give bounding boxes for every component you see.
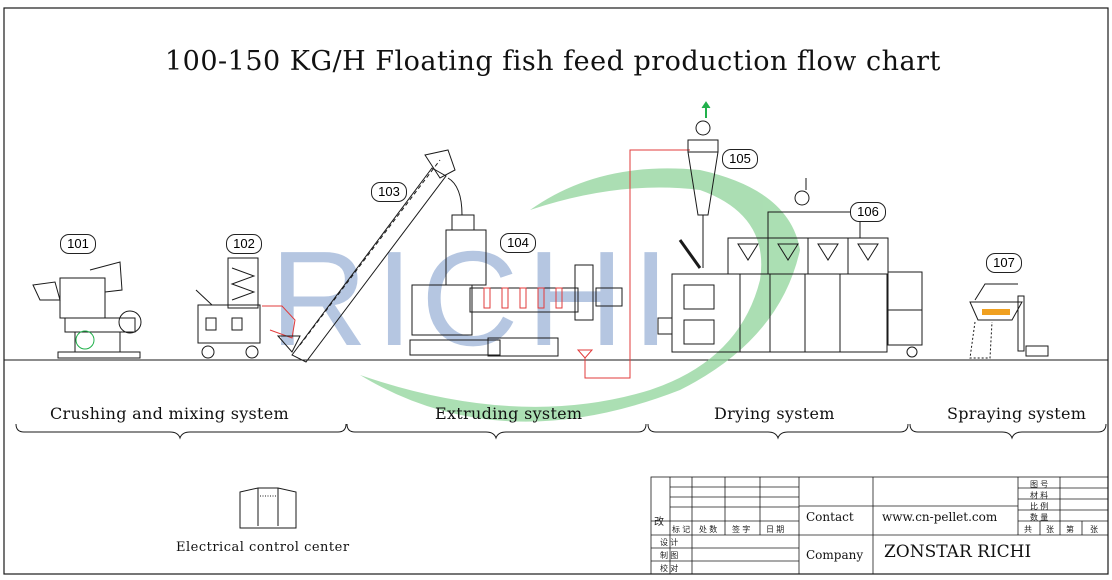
system-label-extruding: Extruding system: [435, 404, 583, 423]
title-block-total: 共: [1024, 525, 1032, 534]
screw-conveyor: [291, 149, 463, 363]
chart-title: 100-150 KG/H Floating fish feed producti…: [165, 46, 941, 77]
contact-label: Contact: [806, 510, 854, 524]
dryer-machine: [657, 178, 923, 358]
title-block-scale: 比 例: [1030, 502, 1049, 511]
title-block-rev-mark: 改: [654, 517, 664, 528]
equipment-number-105: 105: [722, 149, 758, 169]
watermark-letters: RICHI: [270, 223, 678, 374]
title-block-col-date: 日 期: [766, 525, 785, 534]
equipment-number-101: 101: [60, 234, 96, 254]
title-block-col-mark: 标 记: [672, 525, 691, 534]
equipment-number-102: 102: [226, 234, 262, 254]
system-brackets: [15, 423, 1107, 440]
system-label-drying: Drying system: [714, 404, 835, 423]
spraying-machine: [969, 283, 1049, 359]
system-label-crushing-mixing: Crushing and mixing system: [50, 404, 290, 423]
system-label-spraying: Spraying system: [947, 404, 1087, 423]
title-block-col-count: 处 数: [699, 525, 718, 534]
title-block-sheets-1: 张: [1046, 525, 1054, 534]
conveying-pipe: [584, 149, 690, 379]
company-value: ZONSTAR RICHI: [884, 542, 1032, 562]
watermark-swoosh: [360, 168, 800, 422]
equipment-number-106: 106: [850, 202, 886, 222]
title-block-material: 材 料: [1030, 491, 1049, 500]
richi-watermark-logo: RICHI: [270, 168, 800, 422]
title-block-quantity: 数 量: [1030, 513, 1049, 522]
drawing-frame: [3, 7, 1109, 575]
title-block-row-draw: 制 图: [660, 551, 679, 560]
mixer-machine: [195, 257, 301, 359]
equipment-number-103: 103: [371, 182, 407, 202]
title-block-grid: [650, 476, 1109, 575]
equipment-number-107: 107: [986, 253, 1022, 273]
extruder-machine: [409, 214, 623, 359]
electrical-control-cabinet: [239, 487, 297, 529]
title-block-col-sign: 签 字: [732, 525, 751, 534]
electrical-control-label: Electrical control center: [176, 540, 350, 555]
equipment-number-104: 104: [500, 233, 536, 253]
title-block-sheets-2: 张: [1090, 525, 1098, 534]
cyclone-separator: [687, 101, 719, 268]
title-block-drawing-no: 图 号: [1030, 480, 1049, 489]
title-block-sheet-no: 第: [1066, 525, 1074, 534]
crusher-machine: [32, 261, 142, 359]
company-label: Company: [806, 548, 864, 562]
title-block-row-check: 校 对: [660, 564, 679, 573]
title-block-row-design: 设 计: [660, 538, 679, 547]
contact-value: www.cn-pellet.com: [882, 510, 998, 524]
